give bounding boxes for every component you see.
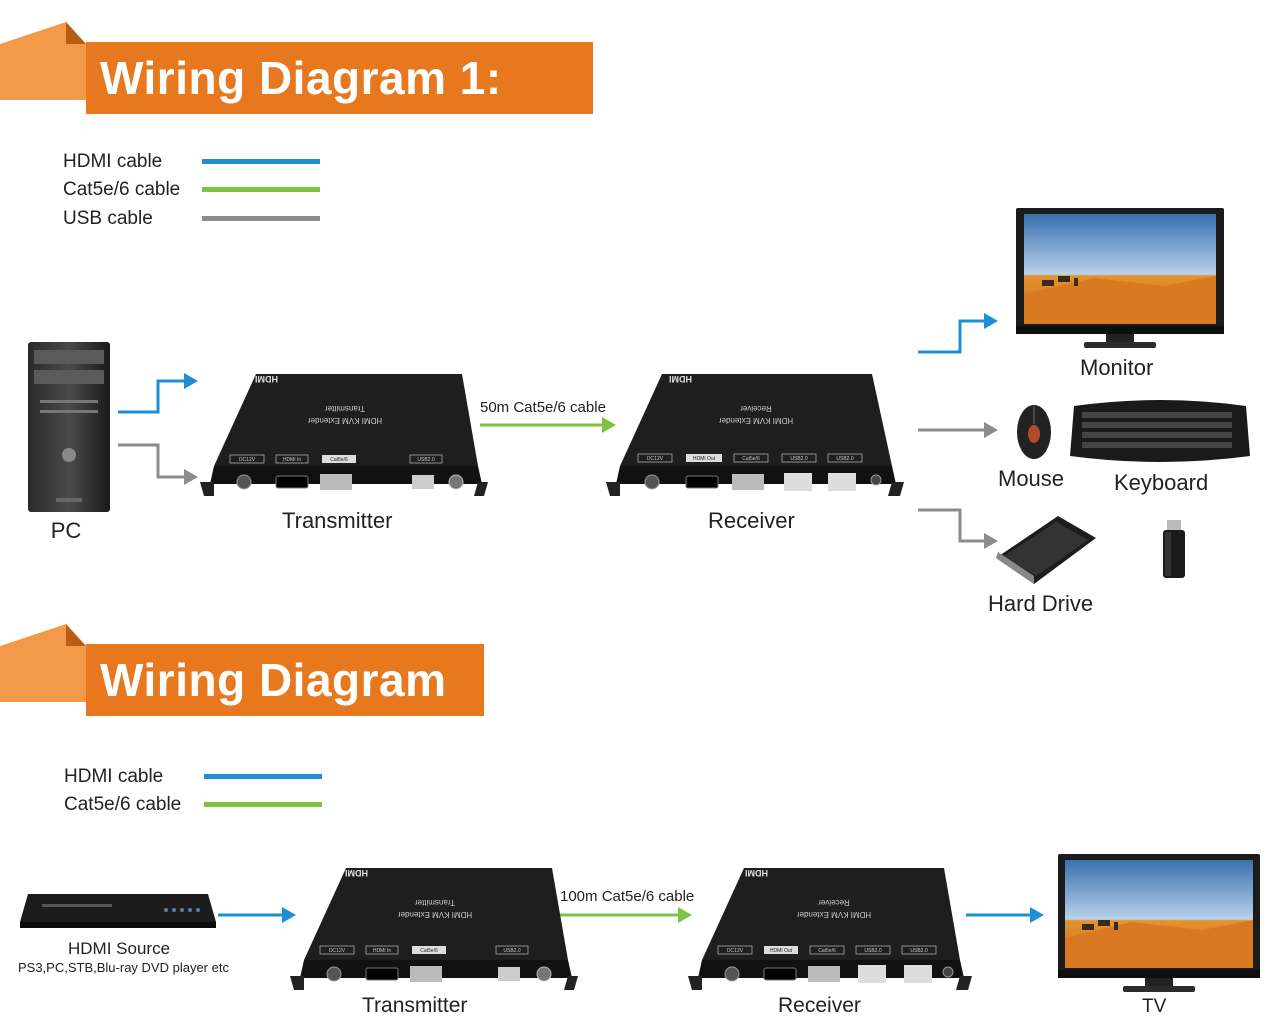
receiver-2-model: HDMI KVM Extender xyxy=(797,910,872,919)
transmitter-1-model: HDMI KVM Extender xyxy=(308,416,383,425)
transmitter-2-brand: HDMI xyxy=(345,868,368,878)
receiver-2-port-hdmi: HDMI Out xyxy=(770,948,793,954)
receiver-2-port-usb-b: USB2.0 xyxy=(910,948,927,954)
legend-2-cat-line xyxy=(204,802,322,807)
diagram-1-cable-label: 50m Cat5e/6 cable xyxy=(480,399,606,416)
diagram-1-cables xyxy=(118,313,998,549)
hard-drive-icon xyxy=(996,516,1096,584)
legend-2-hdmi-label: HDMI cable xyxy=(64,766,164,787)
legend-1-usb-label: USB cable xyxy=(63,208,153,229)
keyboard-icon xyxy=(1070,400,1250,462)
diagram-1-title: Wiring Diagram 1: KVM xyxy=(86,42,593,176)
legend-2-cat-label: Cat5e/6 cable xyxy=(64,794,182,815)
monitor-icon xyxy=(1016,208,1224,348)
transmitter-2-name: Transmitter xyxy=(415,898,455,907)
pc-tower-icon xyxy=(28,342,110,512)
legend-1-cat-label: Cat5e/6 cable xyxy=(63,179,181,200)
receiver-1-port-cat: Cat5e/6 xyxy=(742,456,760,462)
transmitter-2-label: Transmitter xyxy=(362,994,468,1017)
transmitter-1-port-cat: Cat5e/6 xyxy=(330,457,348,463)
dvd-player-icon xyxy=(20,894,216,928)
receiver-2-port-usb-a: USB2.0 xyxy=(864,948,881,954)
transmitter-2-device: HDMI Transmitter HDMI KVM Extender DC12V… xyxy=(290,868,578,990)
receiver-1-model: HDMI KVM Extender xyxy=(719,416,794,425)
banner-1-ribbon xyxy=(0,22,86,100)
transmitter-2-port-hdmi: HDMI In xyxy=(373,948,392,954)
diagram-2-cable-label: 100m Cat5e/6 cable xyxy=(560,888,695,905)
transmitter-1-port-usb: USB2.0 xyxy=(417,457,434,463)
transmitter-2-port-usb: USB2.0 xyxy=(503,948,520,954)
receiver-2-device: HDMI Receiver HDMI KVM Extender DC12V HD… xyxy=(688,868,972,990)
tv-icon xyxy=(1058,854,1260,992)
receiver-1-port-usb-b: USB2.0 xyxy=(836,456,853,462)
receiver-1-brand: HDMI xyxy=(669,374,692,384)
diagram-2-title: Wiring Diagram 2 xyxy=(86,644,484,778)
legend-1-usb-line xyxy=(202,216,320,221)
transmitter-2-model: HDMI KVM Extender xyxy=(398,910,473,919)
receiver-2-name: Receiver xyxy=(818,898,850,907)
transmitter-1-device: HDMI Transmitter HDMI KVM Extender DC12V… xyxy=(200,374,488,496)
pc-label: PC xyxy=(50,518,82,543)
monitor-label: Monitor xyxy=(1080,355,1154,380)
usb-stick-icon xyxy=(1163,520,1185,578)
legend-1-cat-line xyxy=(202,187,320,192)
receiver-2-port-dc: DC12V xyxy=(727,948,744,954)
receiver-1-label: Receiver xyxy=(708,508,795,533)
mouse-label: Mouse xyxy=(998,466,1065,491)
mouse-icon xyxy=(1017,405,1051,459)
hdmi-source-sublabel: PS3,PC,STB,Blu-ray DVD player etc xyxy=(18,960,229,975)
receiver-1-port-dc: DC12V xyxy=(647,456,664,462)
receiver-1-name: Receiver xyxy=(740,404,772,413)
diagram-2-cables xyxy=(218,907,1044,923)
receiver-2-label: Receiver xyxy=(778,994,861,1017)
legend-2-hdmi-line xyxy=(204,774,322,779)
transmitter-1-label: Transmitter xyxy=(282,508,393,533)
banner-2-ribbon xyxy=(0,624,86,702)
legend-1-hdmi-label: HDMI cable xyxy=(63,151,163,172)
transmitter-1-name: Transmitter xyxy=(325,404,365,413)
legend-1-hdmi-line xyxy=(202,159,320,164)
receiver-2-brand: HDMI xyxy=(745,868,768,878)
hdmi-source-label: HDMI Source xyxy=(68,939,171,958)
tv-label: TV xyxy=(1142,996,1167,1017)
receiver-1-port-hdmi: HDMI Out xyxy=(693,456,716,462)
transmitter-1-brand: HDMI xyxy=(255,374,278,384)
hard-drive-label: Hard Drive xyxy=(988,591,1094,616)
transmitter-2-port-dc: DC12V xyxy=(329,948,346,954)
transmitter-1-port-hdmi: HDMI In xyxy=(283,457,302,463)
transmitter-2-port-cat: Cat5e/6 xyxy=(420,948,438,954)
transmitter-1-port-dc: DC12V xyxy=(239,457,256,463)
receiver-1-device: HDMI Receiver HDMI KVM Extender DC12V HD… xyxy=(606,374,904,496)
receiver-2-port-cat: Cat5e/6 xyxy=(818,948,836,954)
receiver-1-port-usb-a: USB2.0 xyxy=(790,456,807,462)
keyboard-label: Keyboard xyxy=(1114,470,1209,495)
